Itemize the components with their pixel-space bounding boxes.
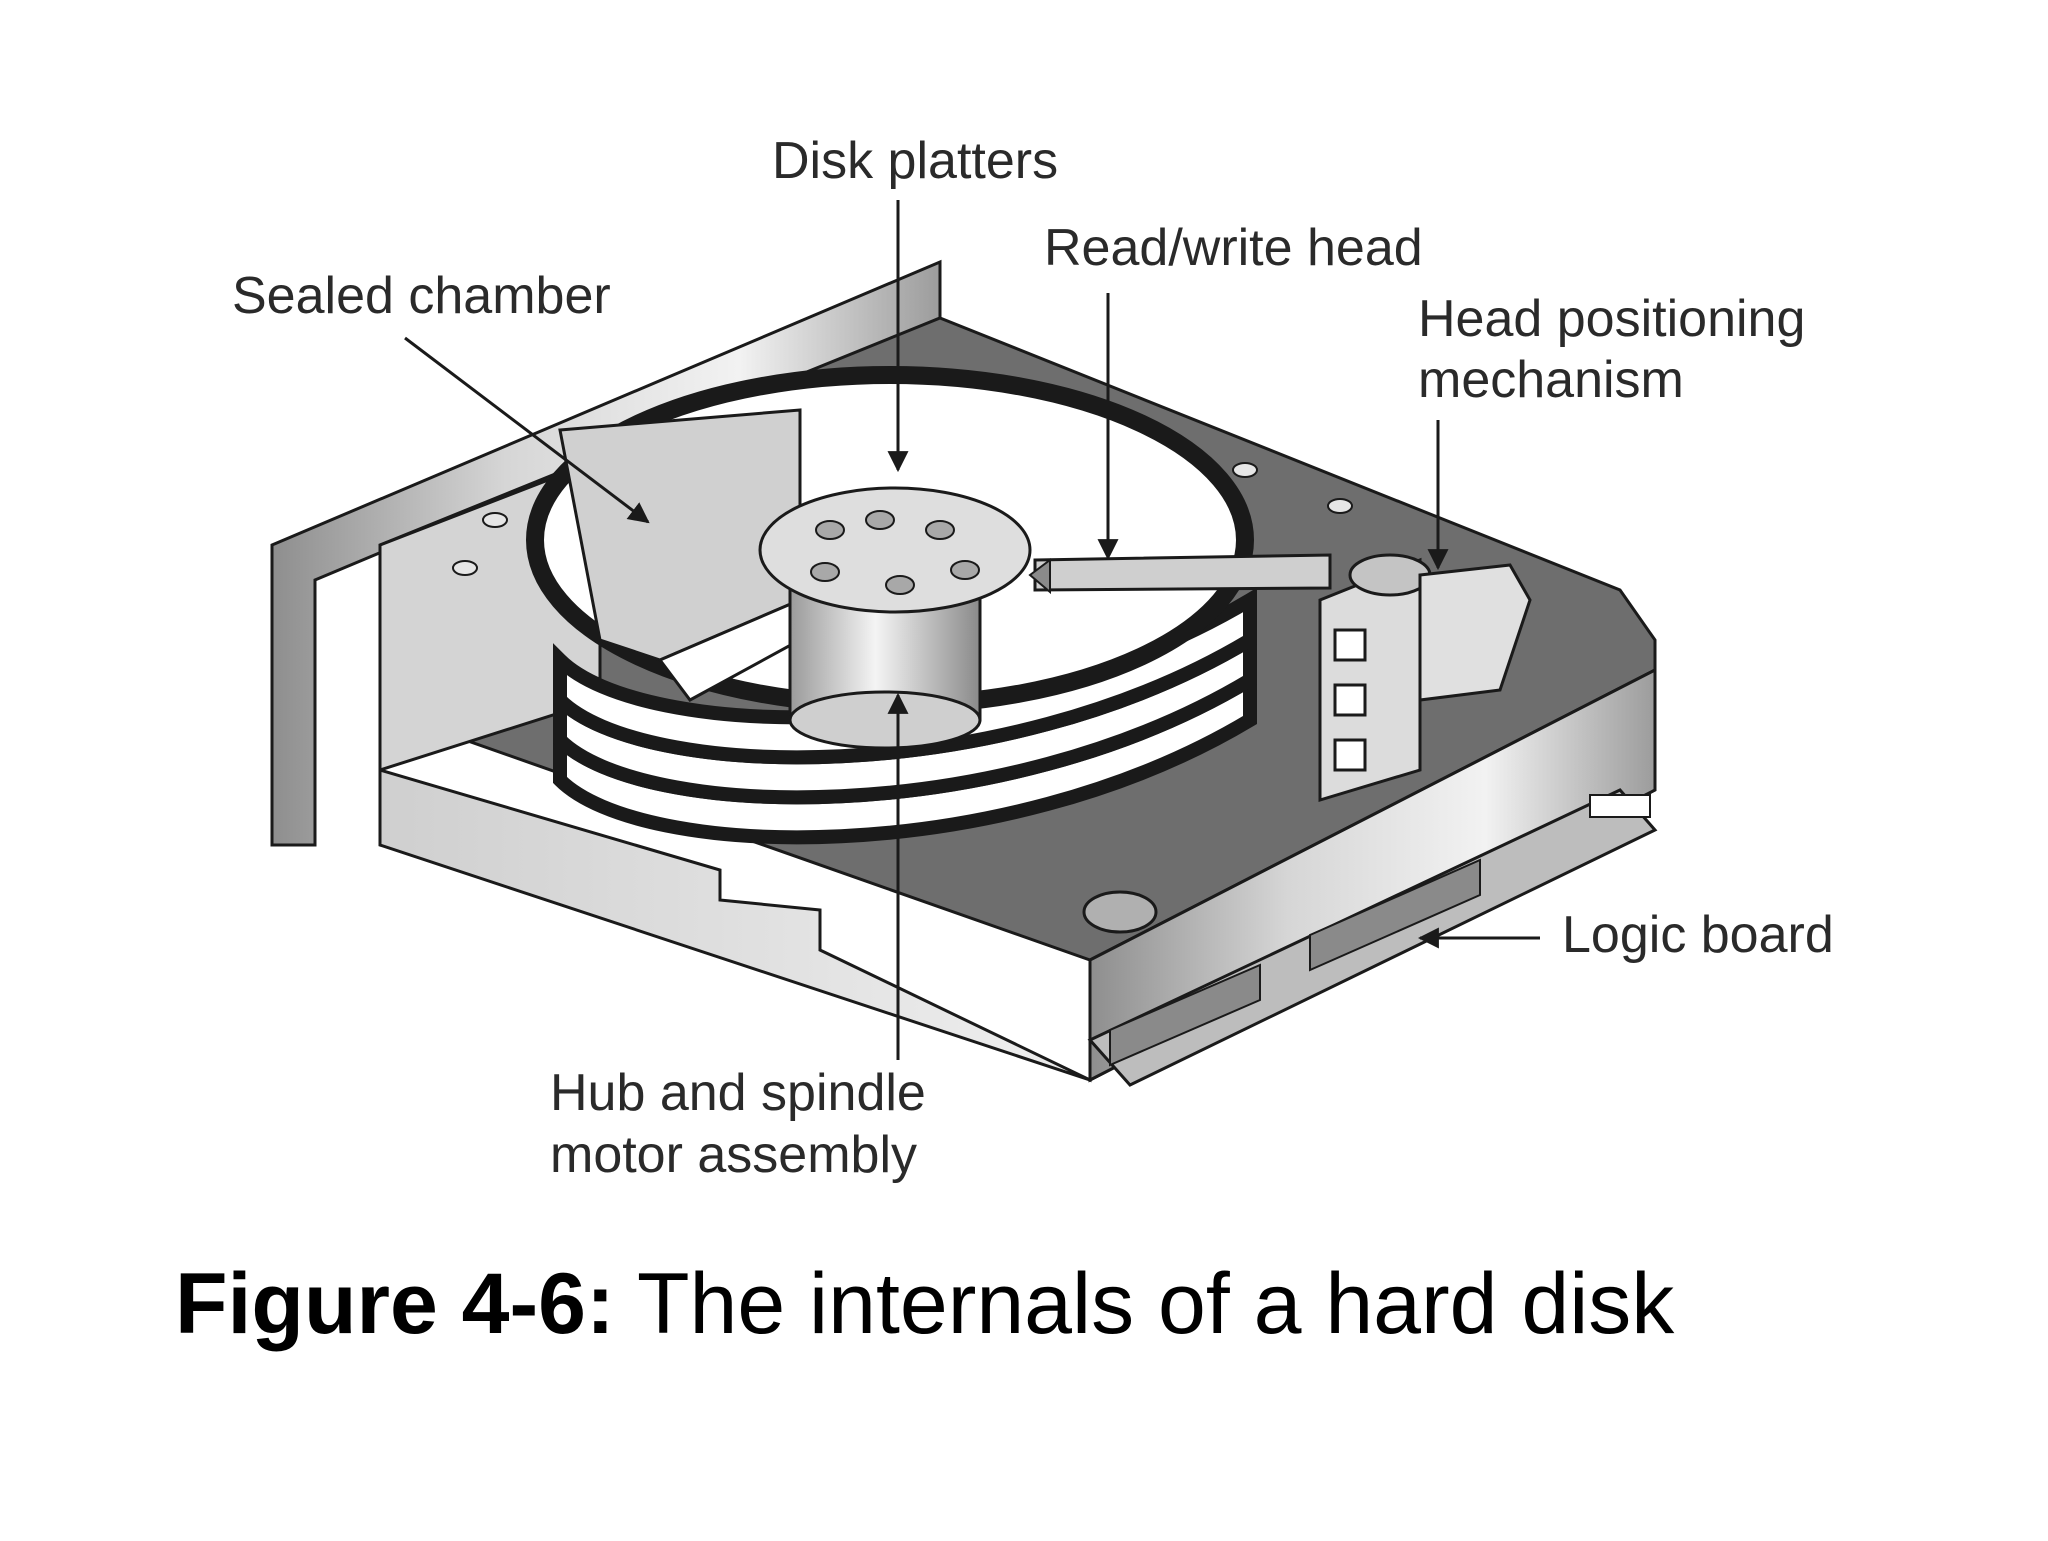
jumper-block [1589,794,1651,818]
spindle-bottom [788,690,982,750]
actuator-assembly [1028,553,1532,803]
label-hub-spindle-line1: Hub and spindle [550,1064,926,1122]
screw-hole [452,560,478,576]
figure-caption: Figure 4-6: The internals of a hard disk [175,1255,1674,1354]
positioning-slot [1333,738,1367,772]
connector-pins [1309,858,1481,972]
screw-hole [1327,498,1353,514]
positioning-slot [1333,683,1367,717]
hub-screw [950,560,980,580]
hub-screw [885,575,915,595]
mounting-hole [1082,890,1158,934]
label-logic-board: Logic board [1562,906,1834,964]
pivot-cap [1348,553,1432,597]
screw-hole [1232,462,1258,478]
label-disk-platters: Disk platters [772,132,1058,190]
actuator-arm [1033,553,1332,592]
logic-board [1087,788,1658,1087]
hub-spindle [758,486,1032,750]
hub-screw [865,510,895,530]
screw-hole [482,512,508,528]
figure-number: Figure 4-6: [175,1256,615,1352]
label-head-positioning-line1: Head positioning [1418,290,1805,348]
hub-screw [925,520,955,540]
connector-pins [1109,963,1261,1067]
leader-sealed-chamber [404,336,650,524]
label-sealed-chamber: Sealed chamber [232,267,611,325]
diagram-labels: Disk platters Sealed chamber Read/write … [232,132,1834,1184]
read-write-head [1028,558,1051,595]
figure-caption-text: The internals of a hard disk [636,1256,1675,1352]
hub-screw [810,562,840,582]
hub-screw [815,520,845,540]
label-head-positioning-line2: mechanism [1418,351,1684,409]
platter [553,587,1257,765]
label-read-write-head: Read/write head [1044,219,1423,277]
leader-lines [404,200,1540,1060]
positioning-slot [1333,628,1367,662]
voice-coil [1418,563,1532,702]
label-hub-spindle-line2: motor assembly [550,1126,917,1184]
rear-face-plate [270,259,942,847]
